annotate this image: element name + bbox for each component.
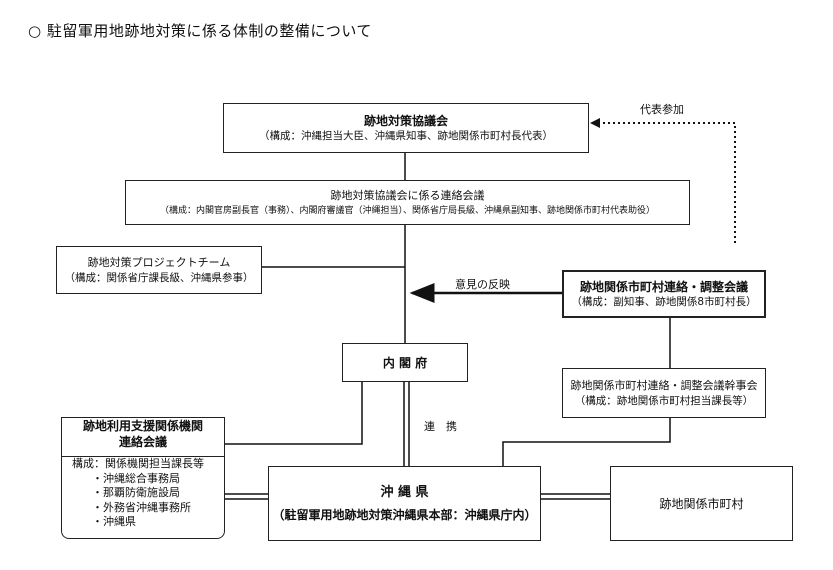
municipal-council-name: 跡地関係市町村連絡・調整会議	[579, 279, 748, 294]
okinawa-subtitle: （駐留軍用地跡地対策沖縄県本部：沖縄県庁内）	[272, 507, 537, 522]
support-member: ・沖縄総合事務局	[92, 471, 180, 485]
cabinet-office-box: 内 閣 府	[342, 343, 468, 382]
municipal-council-box: 跡地関係市町村連絡・調整会議 （構成：副知事、跡地関係8市町村長）	[562, 270, 766, 318]
council-members: （構成：沖縄担当大臣、沖縄県知事、跡地関係市町村長代表）	[259, 129, 553, 142]
cooperation-label: 連 携	[424, 420, 457, 433]
feedback-label: 意見の反映	[455, 278, 510, 291]
council-name: 跡地対策協議会	[363, 113, 448, 128]
support-members-heading: 構成：関係機関担当課長等	[72, 457, 204, 470]
liaison-box: 跡地対策協議会に係る連絡会議 （構成：内閣官房副長官（事務）、内閣府審議官（沖縄…	[125, 180, 690, 225]
project-team-members: （構成：関係省庁課長級、沖縄県参事）	[64, 271, 254, 284]
okinawa-name: 沖 縄 県	[380, 484, 429, 500]
municipalities-box: 跡地関係市町村	[610, 466, 793, 541]
municipal-exec-box: 跡地関係市町村連絡・調整会議幹事会 （構成：跡地関係市町村担当課長等）	[562, 368, 766, 418]
page-title: ○ 駐留軍用地跡地対策に係る体制の整備について	[28, 22, 372, 40]
cabinet-office-name: 内 閣 府	[382, 355, 428, 370]
okinawa-box: 沖 縄 県 （駐留軍用地跡地対策沖縄県本部：沖縄県庁内）	[268, 466, 541, 541]
support-members-bracket: 構成：関係機関担当課長等 ・沖縄総合事務局 ・那覇防衛施設局 ・外務省沖縄事務所…	[61, 457, 225, 539]
municipal-exec-members: （構成：跡地関係市町村担当課長等）	[574, 394, 754, 407]
municipal-exec-name: 跡地関係市町村連絡・調整会議幹事会	[570, 378, 758, 392]
support-member: ・那覇防衛施設局	[92, 486, 180, 499]
exec-okinawa-link	[502, 418, 671, 466]
support-name-line1: 跡地利用支援関係機関	[82, 419, 203, 433]
liaison-members: （構成：内閣官房副長官（事務）、内閣府審議官（沖縄担当）、関係省庁局長級、沖縄県…	[159, 205, 655, 216]
support-member: ・沖縄県	[92, 515, 136, 528]
representative-label: 代表参加	[640, 103, 684, 116]
support-member: ・外務省沖縄事務所	[92, 500, 191, 514]
municipalities-name: 跡地関係市町村	[659, 496, 744, 511]
project-team-box: 跡地対策プロジェクトチーム （構成：関係省庁課長級、沖縄県参事）	[56, 246, 262, 294]
support-council-box: 跡地利用支援関係機関 連絡会議	[61, 417, 225, 457]
support-name-line2: 連絡会議	[118, 435, 167, 449]
municipal-council-members: （構成：副知事、跡地関係8市町村長）	[571, 295, 757, 308]
project-team-name: 跡地対策プロジェクトチーム	[87, 255, 231, 269]
liaison-name: 跡地対策協議会に係る連絡会議	[330, 188, 485, 202]
representative-arrow	[596, 122, 736, 243]
cabinet-support-link	[225, 382, 363, 445]
council-box: 跡地対策協議会 （構成：沖縄担当大臣、沖縄県知事、跡地関係市町村長代表）	[223, 103, 589, 153]
